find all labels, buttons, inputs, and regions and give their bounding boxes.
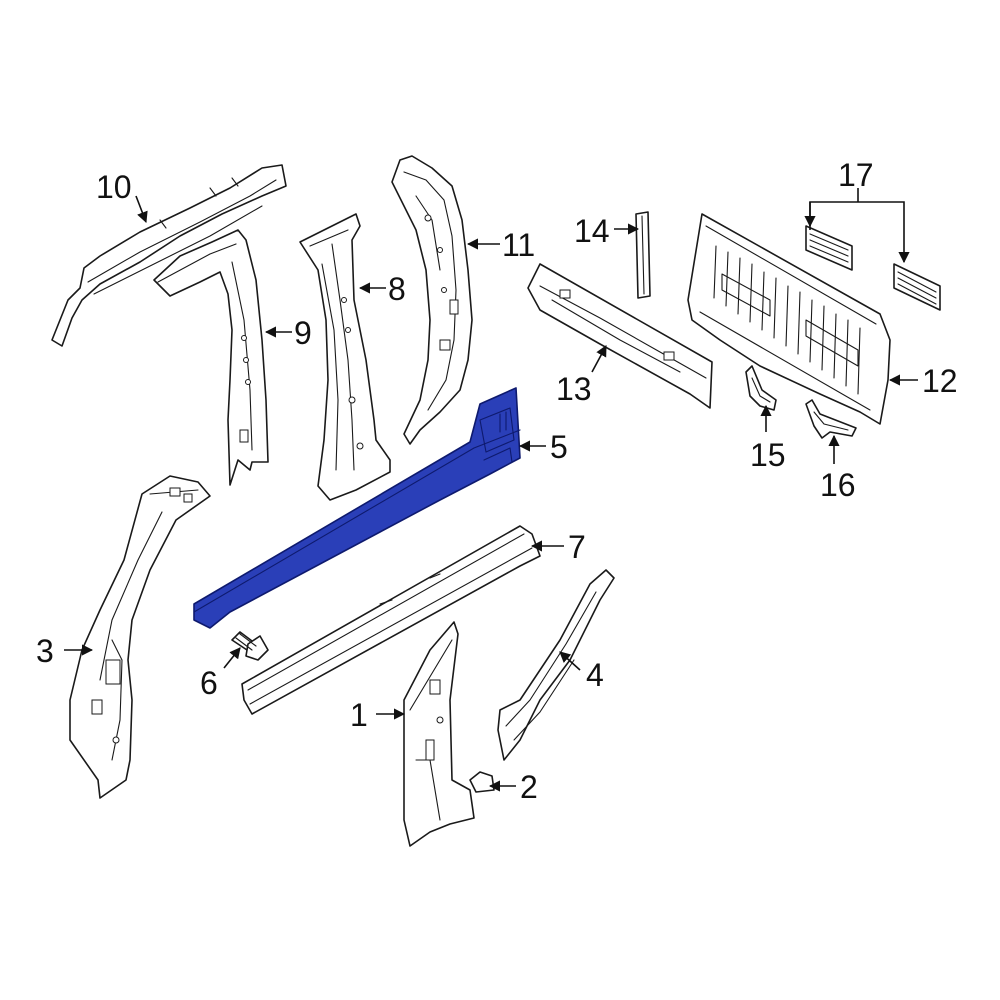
part-6-bolt[interactable] xyxy=(231,631,269,661)
callout-5: 5 xyxy=(550,429,568,465)
part-13-back-panel-reinforcement[interactable] xyxy=(527,263,713,409)
part-17-pad-right[interactable] xyxy=(893,263,941,311)
part-10-roof-rail[interactable] xyxy=(51,164,287,347)
callout-6: 6 xyxy=(200,665,218,701)
callout-7: 7 xyxy=(568,529,586,565)
part-2-bracket[interactable] xyxy=(469,771,495,793)
callout-10: 10 xyxy=(96,169,132,205)
callout-3: 3 xyxy=(36,633,54,669)
callout-2: 2 xyxy=(520,769,538,805)
callout-13: 13 xyxy=(556,371,592,407)
callout-9: 9 xyxy=(294,315,312,351)
callout-4: 4 xyxy=(586,657,604,693)
part-17-pad-left[interactable] xyxy=(805,225,853,271)
callout-17: 17 xyxy=(838,157,874,193)
part-7-rocker-inner[interactable] xyxy=(241,525,541,715)
callout-8: 8 xyxy=(388,271,406,307)
part-15-bracket[interactable] xyxy=(745,365,777,411)
callout-14: 14 xyxy=(574,213,610,249)
part-11-c-pillar-inner[interactable] xyxy=(391,155,473,445)
part-3-a-pillar-lower[interactable] xyxy=(69,475,211,799)
leader-lines xyxy=(64,188,918,792)
part-16-bracket[interactable] xyxy=(805,399,857,439)
callout-16: 16 xyxy=(820,467,856,503)
part-12-back-panel[interactable] xyxy=(687,213,891,425)
part-9-a-pillar-inner[interactable] xyxy=(153,229,269,486)
part-14-trim-strip[interactable] xyxy=(635,211,651,299)
callout-15: 15 xyxy=(750,437,786,473)
part-4-c-pillar-lower[interactable] xyxy=(497,569,615,761)
part-1-b-pillar-lower[interactable] xyxy=(403,621,475,847)
callout-12: 12 xyxy=(922,363,958,399)
callout-1: 1 xyxy=(350,697,368,733)
callout-11: 11 xyxy=(502,227,535,263)
callout-numbers: 10 9 8 11 14 13 12 15 16 17 5 7 4 6 3 1 … xyxy=(36,157,958,805)
part-5-rocker-panel[interactable] xyxy=(193,387,521,629)
part-8-b-pillar-inner[interactable] xyxy=(299,213,391,501)
